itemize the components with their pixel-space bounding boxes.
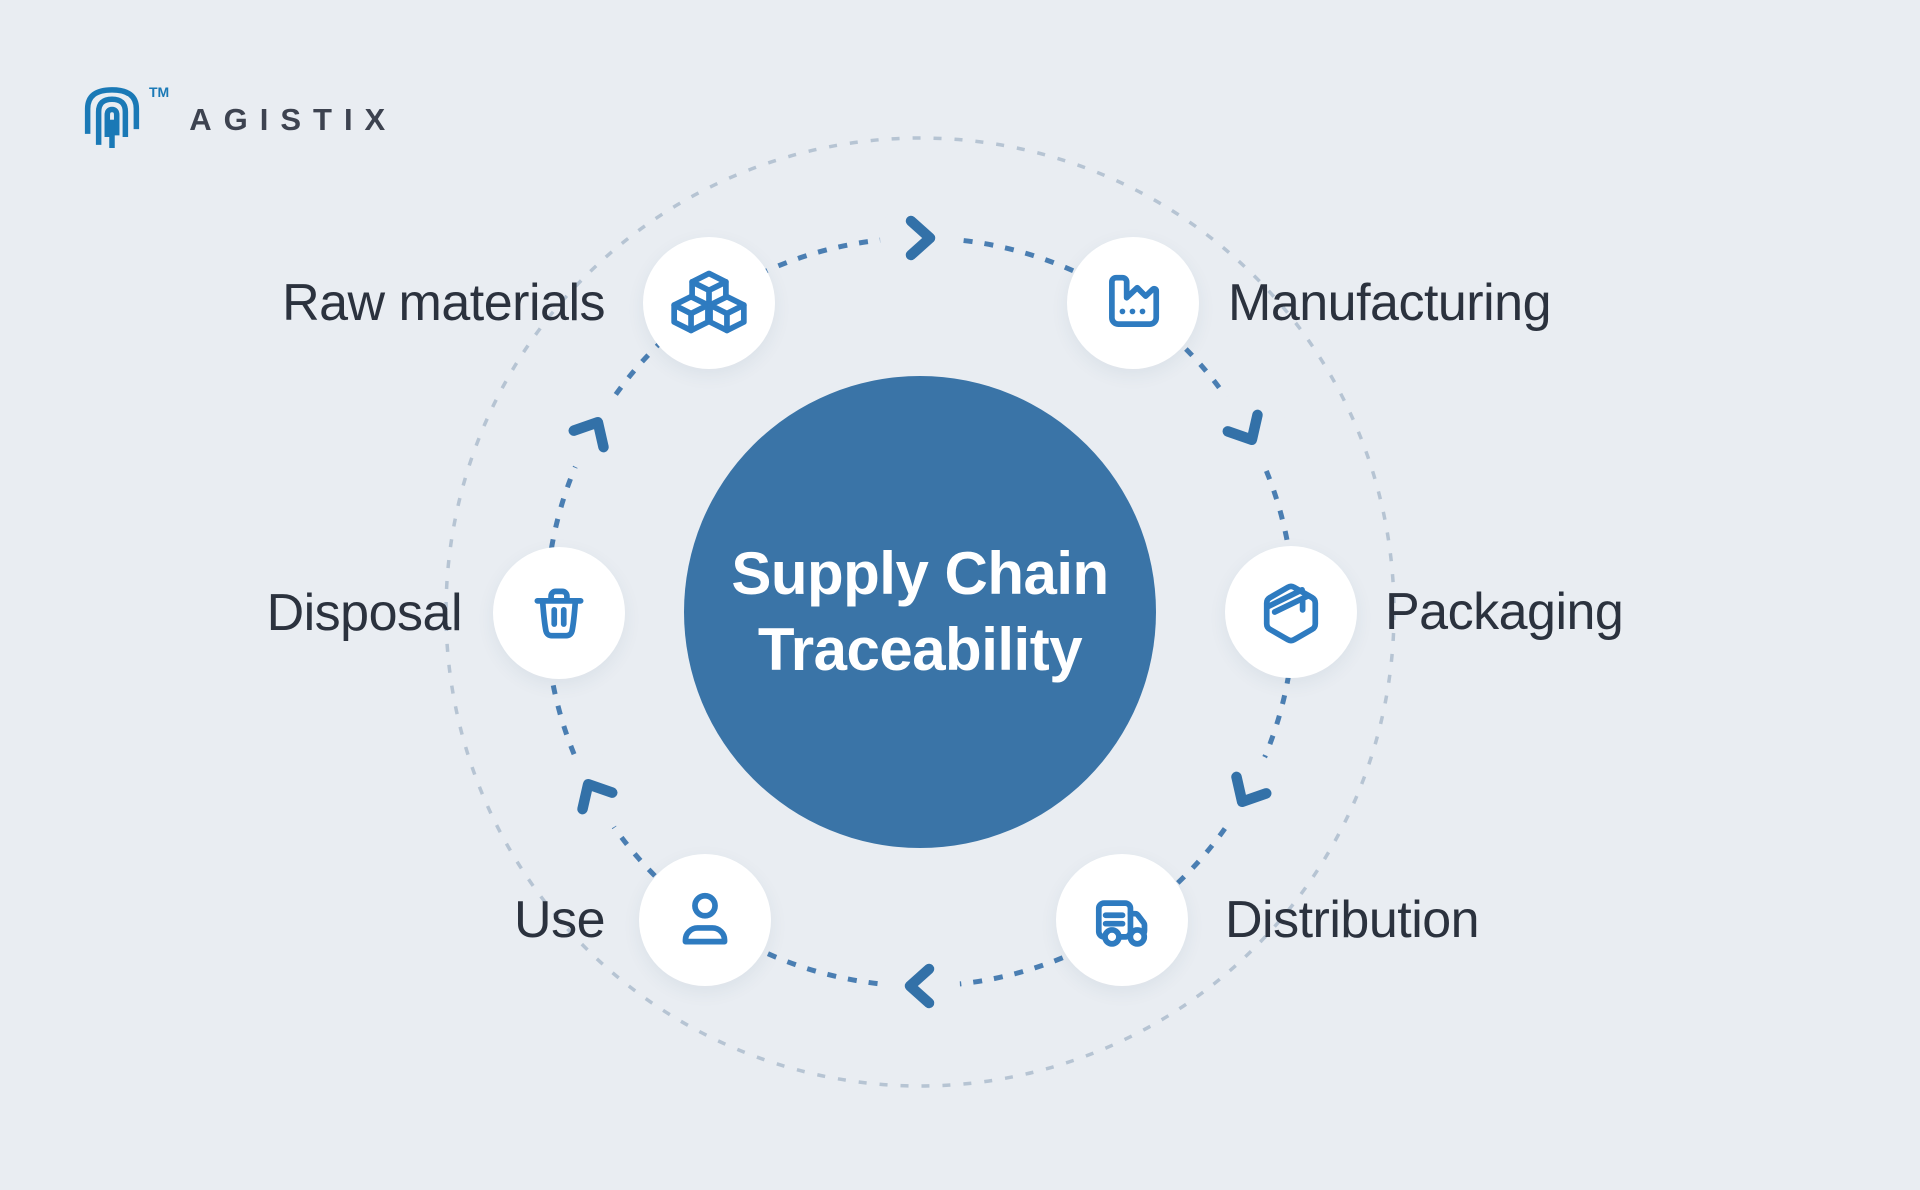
trash-bin-icon (534, 588, 584, 639)
factory-icon (1109, 274, 1160, 327)
center-circle: Supply Chain Traceability (684, 376, 1156, 848)
stage-circle-packaging (1225, 546, 1357, 678)
stage-label-packaging: Packaging (1385, 583, 1624, 641)
flow-arrow-lower-right-icon (1231, 771, 1272, 807)
flow-arrow-top-icon (905, 215, 936, 261)
center-title: Supply Chain Traceability (731, 536, 1109, 688)
arrow-gap (553, 391, 633, 471)
stage-label-raw-materials: Raw materials (282, 274, 605, 332)
stage-label-manufacturing: Manufacturing (1228, 274, 1552, 332)
stage-label-use: Use (514, 891, 605, 949)
stage-label-distribution: Distribution (1225, 891, 1480, 949)
trademark-symbol: TM (149, 84, 170, 100)
arrow-gap (1207, 391, 1287, 471)
arrow-gap (880, 946, 960, 1026)
stage-circle-disposal (493, 547, 625, 679)
arrow-gap (880, 198, 960, 278)
stage-label-disposal: Disposal (266, 584, 463, 642)
center-title-line2: Traceability (757, 616, 1083, 683)
center-title-line1: Supply Chain (731, 539, 1109, 607)
stage-circle-distribution (1056, 854, 1188, 986)
cubes-icon (671, 270, 747, 334)
outer-dashed-circle (444, 136, 1396, 1088)
stage-circle-manufacturing (1067, 237, 1199, 369)
logo: TM AGISTIX (77, 82, 397, 148)
stage-circle-use (639, 854, 771, 986)
stage-circle-raw-materials (643, 237, 775, 369)
flow-arrow-upper-left-icon (568, 417, 609, 453)
package-box-icon (1263, 583, 1319, 644)
arrow-gap (553, 753, 633, 833)
arrow-gap (1207, 753, 1287, 833)
brand-name: AGISTIX (189, 102, 398, 137)
logo-mark-icon (84, 87, 140, 148)
flow-arrow-upper-right-icon (1222, 409, 1263, 445)
person-icon (682, 892, 728, 945)
flow-arrow-lower-left-icon (577, 779, 618, 815)
delivery-truck-icon (1095, 900, 1148, 947)
flow-arrow-bottom-icon (904, 963, 935, 1009)
